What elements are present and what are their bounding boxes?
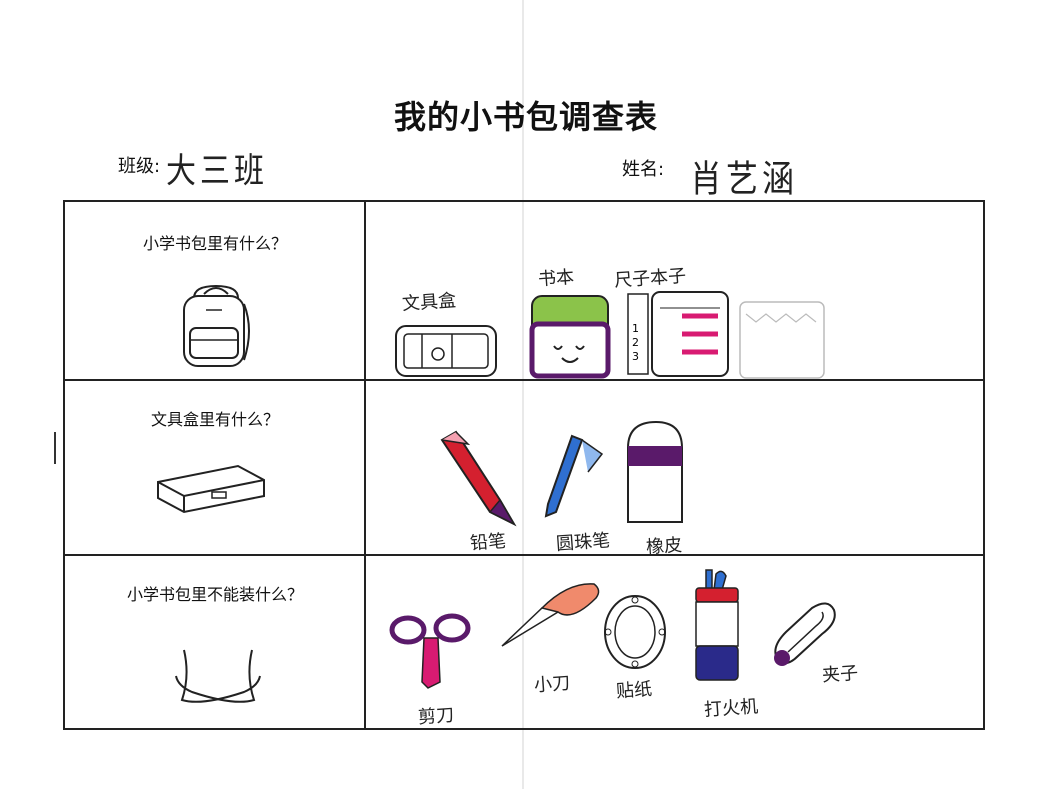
class-value-handwritten: 大三班: [166, 151, 268, 192]
page-title: 我的小书包调查表: [393, 98, 658, 136]
sticker-drawing: [604, 595, 666, 669]
pencil-drawing: [440, 430, 517, 527]
answer-pencil-label: 铅笔: [469, 530, 507, 555]
backpack-icon: [183, 284, 250, 367]
knife-drawing: [501, 583, 600, 647]
table-row-divider: [63, 379, 985, 381]
question-2: 文具盒里有什么？: [150, 410, 279, 429]
survey-table: [63, 200, 985, 730]
answer-books-label: 书本: [537, 266, 575, 291]
question-1: 小学书包里有什么？: [142, 234, 287, 253]
class-label: 班级:: [118, 156, 161, 177]
name-label: 姓名:: [622, 159, 665, 180]
svg-text:2: 2: [632, 336, 639, 349]
answer-sticker-label: 贴纸: [615, 678, 653, 703]
margin-mark: [54, 432, 56, 464]
answer-pencil-case-label: 文具盒: [401, 290, 457, 315]
ballpoint-pen-drawing: [544, 434, 604, 518]
name-value-handwritten: 肖艺涵: [690, 156, 799, 201]
lighter-drawing: [695, 569, 739, 681]
answer-clip-label: 夹子: [821, 662, 859, 687]
book-drawing: [529, 295, 611, 379]
paper-fold-line: [522, 0, 524, 789]
svg-text:3: 3: [632, 350, 639, 363]
pencil-case-icon: [157, 464, 265, 514]
clip-drawing: [774, 602, 836, 666]
ruler-notebook-drawing: 1 2 3: [627, 291, 729, 377]
answer-scissors-label: 剪刀: [417, 704, 455, 729]
crossed-arms-icon: [175, 649, 261, 703]
answer-knife-label: 小刀: [533, 672, 571, 697]
question-3: 小学书包里不能装什么？: [126, 585, 303, 604]
eraser-drawing: [627, 420, 683, 523]
answer-ballpoint-pen-label: 圆珠笔: [555, 530, 611, 555]
answer-eraser-label: 橡皮: [645, 534, 683, 559]
table-column-divider: [364, 200, 366, 730]
empty-box-drawing: [739, 301, 825, 379]
answer-lighter-label: 打火机: [703, 696, 759, 721]
pencil-case-drawing: [395, 325, 497, 377]
table-row-divider: [63, 554, 985, 556]
scissors-drawing: [389, 613, 471, 689]
svg-text:1: 1: [632, 322, 639, 335]
